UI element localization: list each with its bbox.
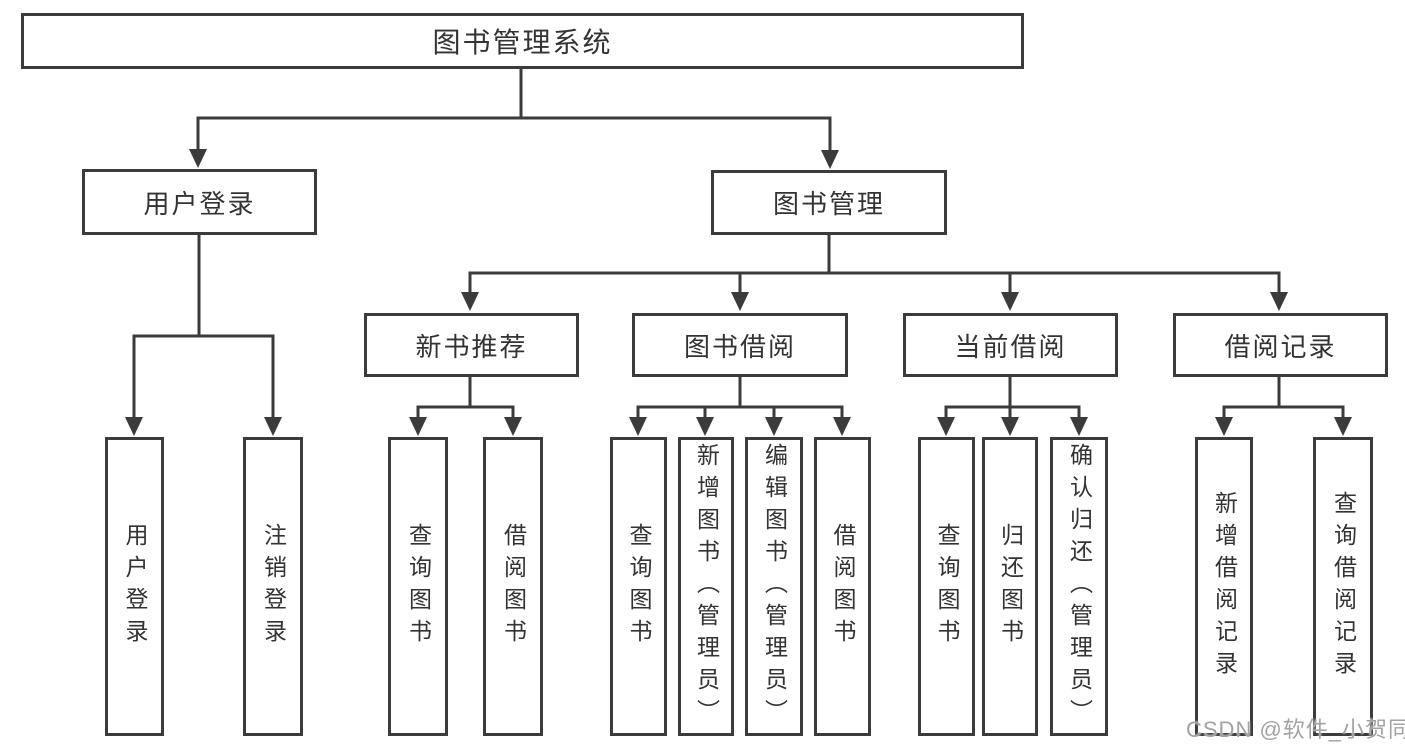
node-label: 查询图书 [934, 522, 960, 651]
node-label: 注销登录 [260, 522, 287, 651]
node-borrow-records: 借阅记录 [1173, 313, 1388, 377]
node-label: 用户登录 [143, 188, 256, 219]
leaf-borrow-books-recommend: 借阅图书 [483, 437, 543, 736]
leaf-borrow-books: 借阅图书 [814, 437, 871, 736]
node-label: 编辑图书（管理员） [761, 442, 788, 731]
leaf-query-books-current: 查询图书 [918, 437, 975, 736]
node-label: 归还图书 [997, 522, 1024, 651]
node-label: 借阅图书 [830, 522, 856, 651]
node-new-book-recommend: 新书推荐 [364, 313, 579, 377]
leaf-query-books-borrow: 查询图书 [610, 437, 667, 736]
leaf-confirm-return-admin: 确认归还（管理员） [1050, 437, 1108, 736]
leaf-query-borrow-record: 查询借阅记录 [1313, 437, 1373, 736]
node-user-login: 用户登录 [82, 169, 317, 235]
watermark: CSDN @软件_小贺同学 [1186, 717, 1405, 742]
node-label: 查询图书 [405, 522, 432, 651]
node-label: 新书推荐 [415, 331, 528, 362]
node-label: 图书借阅 [683, 331, 796, 362]
node-label: 查询借阅记录 [1330, 490, 1357, 683]
leaf-edit-books-admin: 编辑图书（管理员） [745, 437, 803, 736]
arrowheads [125, 149, 1352, 436]
leaf-add-books-admin: 新增图书（管理员） [678, 437, 734, 736]
node-label: 用户登录 [122, 522, 148, 651]
node-label: 图书管理系统 [432, 27, 613, 58]
leaf-add-borrow-record: 新增借阅记录 [1195, 437, 1253, 736]
node-current-borrow: 当前借阅 [903, 313, 1118, 377]
leaf-user-login: 用户登录 [105, 437, 164, 736]
leaf-logout: 注销登录 [243, 437, 303, 736]
node-label: 借阅记录 [1224, 331, 1337, 362]
leaf-return-books: 归还图书 [982, 437, 1038, 736]
node-root: 图书管理系统 [21, 13, 1024, 69]
node-label: 新增图书（管理员） [693, 442, 720, 731]
node-label: 查询图书 [626, 522, 652, 651]
node-label: 图书管理 [772, 189, 885, 219]
node-book-borrow: 图书借阅 [632, 313, 848, 377]
node-label: 当前借阅 [954, 331, 1067, 362]
node-label: 借阅图书 [500, 522, 527, 651]
leaf-query-books-recommend: 查询图书 [388, 437, 448, 736]
node-label: 新增借阅记录 [1211, 490, 1238, 683]
node-book-management: 图书管理 [711, 170, 947, 235]
node-label: 确认归还（管理员） [1066, 442, 1093, 731]
